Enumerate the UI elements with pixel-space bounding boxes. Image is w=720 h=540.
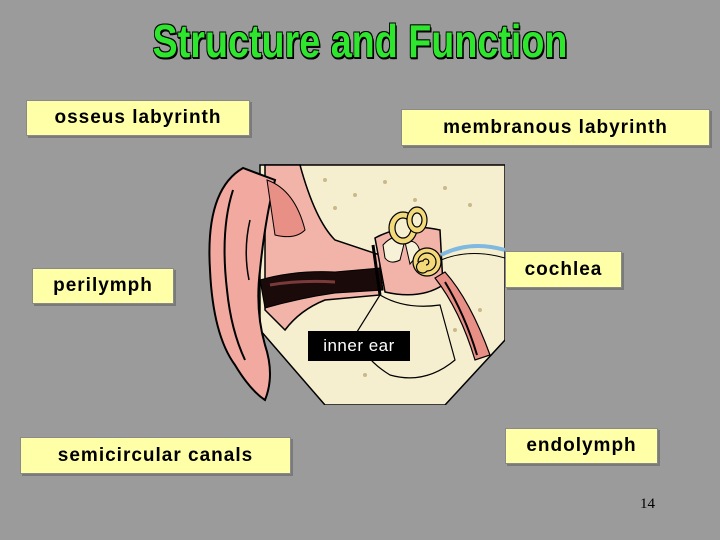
label-semicircular-canals: semicircular canals xyxy=(20,437,291,474)
page-number: 14 xyxy=(640,496,655,512)
label-endolymph: endolymph xyxy=(505,428,658,464)
slide-title: Structure and Function xyxy=(152,15,568,67)
label-inner-ear: inner ear xyxy=(308,331,410,361)
ear-anatomy-illustration xyxy=(208,164,505,405)
label-osseus-labyrinth: osseus labyrinth xyxy=(26,100,250,136)
label-cochlea: cochlea xyxy=(505,251,622,288)
label-perilymph: perilymph xyxy=(32,268,174,304)
label-membranous-labyrinth: membranous labyrinth xyxy=(401,109,710,146)
